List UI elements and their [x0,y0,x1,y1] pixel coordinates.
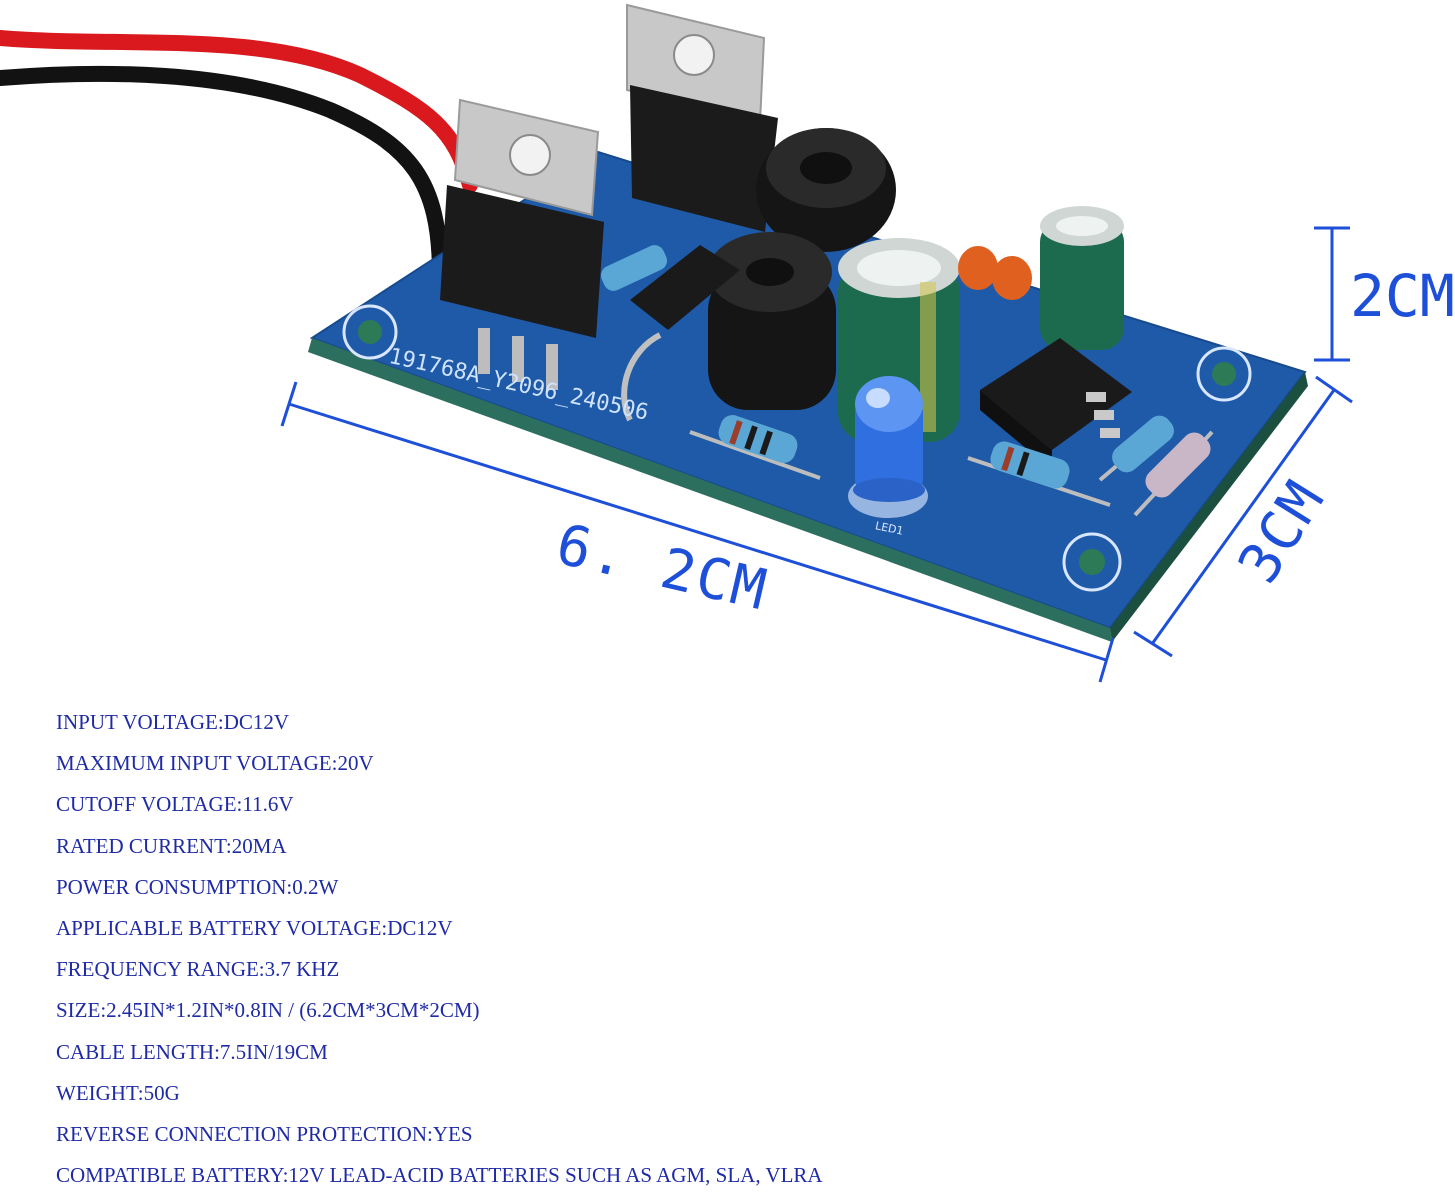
red-wire [0,30,478,193]
spec-rated-current: RATED CURRENT:20MA [56,833,287,858]
resistor [967,441,1111,507]
mosfet [440,98,604,390]
resistor [1098,415,1174,482]
mounting-hole [1062,532,1122,592]
spec-compatible-battery: COMPATIBLE BATTERY:12V LEAD-ACID BATTERI… [56,1163,823,1188]
spec-weight: WEIGHT:50G [56,1080,180,1105]
resistor [1133,430,1214,517]
height-dimension-label: 2CM [1350,262,1455,330]
inductor [756,128,896,252]
mounting-hole [342,304,398,360]
inductor [708,232,836,410]
spec-maximum-input-voltage: MAXIMUM INPUT VOLTAGE:20V [56,751,374,776]
spec-applicable-battery-voltage: APPLICABLE BATTERY VOLTAGE:DC12V [56,916,453,941]
mounting-hole [1196,346,1252,402]
resistor [600,245,668,291]
electrolytic-capacitor [1040,206,1124,350]
spec-reverse-connection-protection: REVERSE CONNECTION PROTECTION:YES [56,1122,473,1147]
mosfet [626,3,778,232]
diode [621,245,740,422]
circuit-board-illustration [0,3,1353,683]
blue-led [848,376,928,518]
specification-list: INPUT VOLTAGE:DC12V MAXIMUM INPUT VOLTAG… [56,702,823,1196]
spec-cutoff-voltage: CUTOFF VOLTAGE:11.6V [56,792,294,817]
spec-size: SIZE:2.45IN*1.2IN*0.8IN / (6.2CM*3CM*2CM… [56,998,480,1023]
spec-power-consumption: POWER CONSUMPTION:0.2W [56,874,339,899]
spec-input-voltage: INPUT VOLTAGE:DC12V [56,710,290,734]
black-wire [0,65,448,283]
width-dimension-line [1133,375,1353,658]
ceramic-capacitor [958,246,1032,300]
spec-frequency-range: FREQUENCY RANGE:3.7 KHZ [56,957,340,982]
pcb-side-edge [1110,372,1308,642]
ic-chip [980,338,1132,470]
length-dimension-line [280,381,1115,683]
pcb-edge [308,338,1112,642]
resistor [689,415,821,480]
spec-cable-length: CABLE LENGTH:7.5IN/19CM [56,1039,328,1064]
height-dimension-line [1314,226,1350,362]
